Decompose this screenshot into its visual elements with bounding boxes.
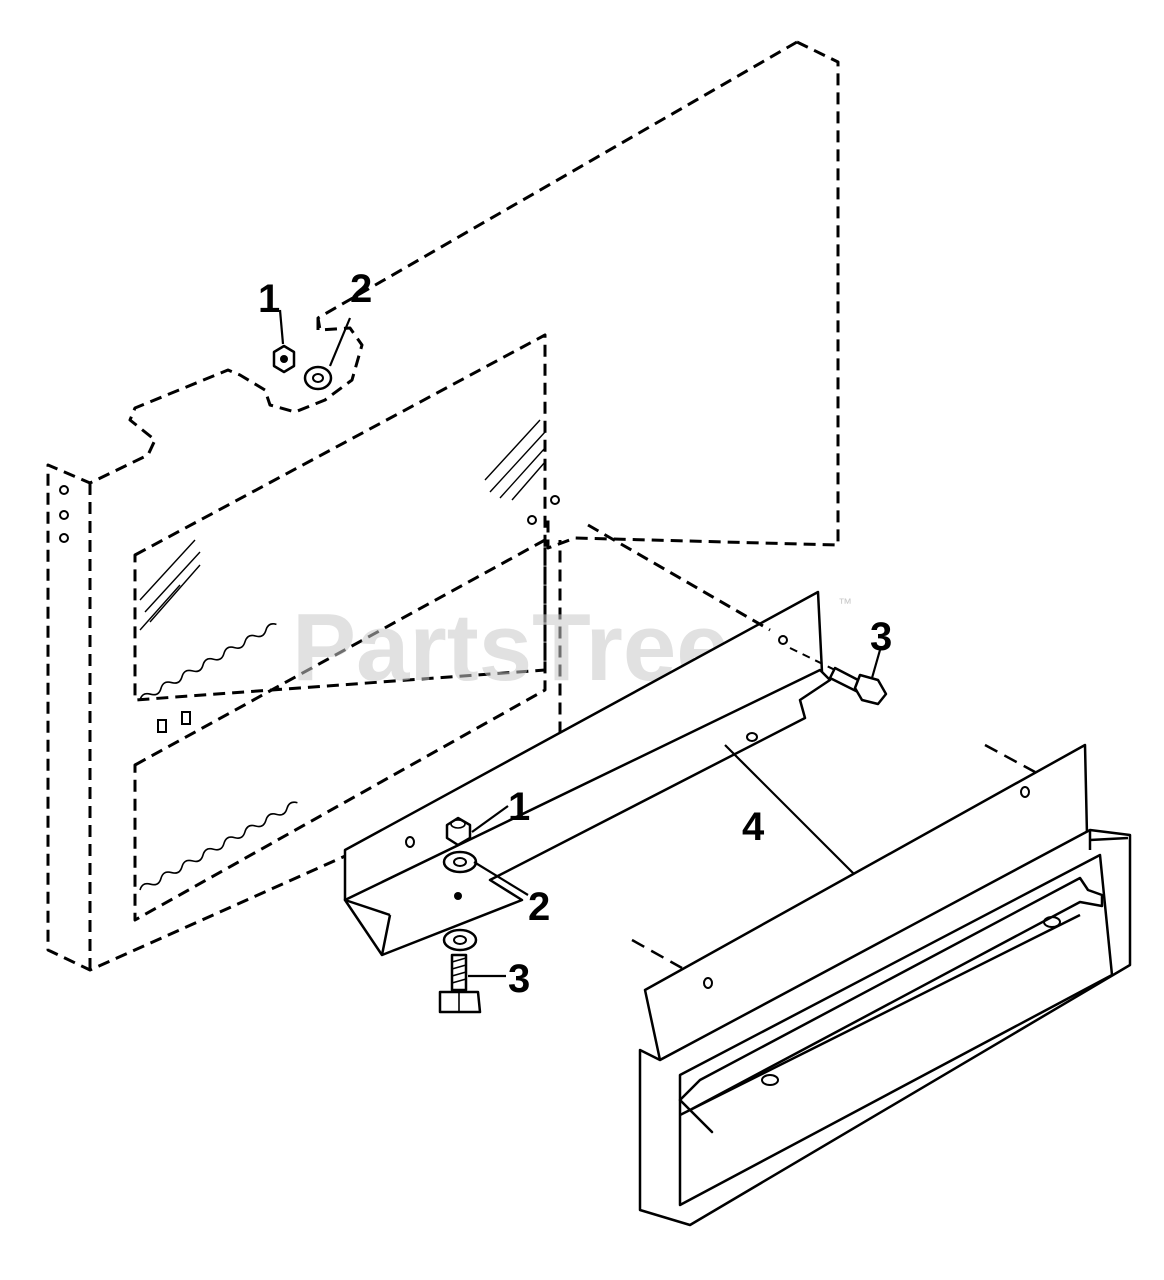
- tray-side-detail: [1088, 830, 1129, 850]
- tray-assembly: [631, 743, 1132, 1227]
- tray-holes: [703, 786, 1061, 1086]
- right-bolt: 3: [789, 615, 892, 706]
- phantom-panel: [46, 40, 840, 972]
- callout-top-washer: 2: [350, 267, 372, 311]
- top-washer-leader: [328, 317, 352, 367]
- top-nut: [272, 344, 296, 374]
- lower-grille-area: [133, 538, 547, 922]
- panel-outline: [46, 40, 798, 972]
- bracket-horizontal-flange: [343, 668, 832, 957]
- top-washer: [303, 365, 333, 391]
- bracket-nut: [445, 816, 472, 847]
- right-bolt-head: [853, 673, 888, 706]
- tray-alignment-left: [631, 938, 683, 970]
- bracket-hardware: 1 2 3: [438, 785, 550, 1014]
- callout-bracket-washer: 2: [528, 885, 550, 929]
- bracket-alignment-line: [587, 523, 771, 632]
- bracket-bolt-hole: [454, 892, 462, 900]
- bracket-washer-leader: [473, 861, 529, 896]
- bracket-bolt: [438, 953, 482, 1014]
- callout-bracket-bolt: 3: [508, 957, 530, 1001]
- bracket-leader: [724, 744, 859, 879]
- top-nut-leader: [278, 309, 285, 345]
- bracket-holes: [405, 635, 788, 848]
- right-bolt-leader: [870, 649, 882, 679]
- bracket-washer-lower: [442, 928, 478, 952]
- bracket-nut-leader: [471, 805, 509, 833]
- tray-opening: [678, 853, 1114, 1207]
- watermark-trademark: ™: [838, 595, 852, 611]
- seam-lower: [139, 801, 298, 891]
- seam-upper: [139, 623, 277, 701]
- bracket-washer-upper: [442, 850, 478, 874]
- panel-holes: [59, 485, 560, 733]
- panel-right-edge: [546, 40, 840, 550]
- tray-alignment-top: [984, 743, 1036, 774]
- callout-top-nut: 1: [258, 277, 280, 321]
- tray-inner-line: [679, 913, 1081, 1117]
- screen-hatching: [139, 419, 546, 631]
- callout-right-bolt: 3: [870, 615, 892, 659]
- callout-bracket-nut: 1: [508, 785, 530, 829]
- top-hardware: 1 2: [258, 267, 372, 391]
- bracket: 4: [343, 523, 859, 957]
- callout-bracket: 4: [742, 805, 765, 849]
- tray-shelf-plate: [678, 876, 1104, 1134]
